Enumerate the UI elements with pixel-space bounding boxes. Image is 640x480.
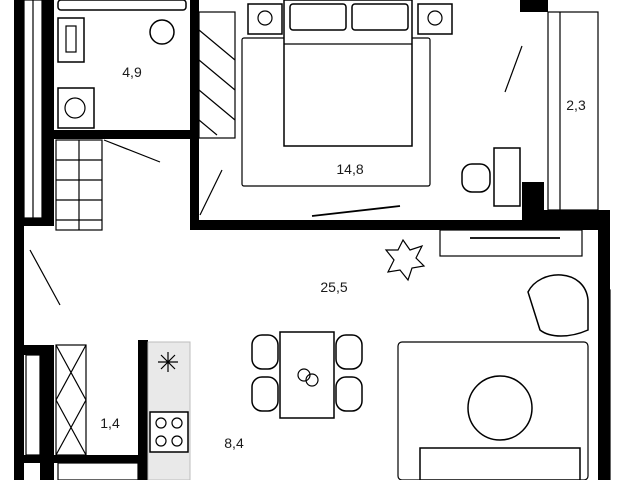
dining-area — [251, 331, 363, 419]
bathroom — [57, 0, 236, 139]
chair-4 — [335, 376, 363, 412]
wall-bathroom-bottom — [54, 130, 199, 139]
shelf-bottom — [57, 462, 139, 480]
area-label-bedroom: 14,8 — [336, 161, 363, 177]
living-room — [384, 229, 589, 480]
door-bedroom — [199, 169, 223, 216]
area-label-living-room: 25,5 — [320, 279, 347, 295]
storage — [25, 344, 139, 480]
wall-balcony-top — [520, 0, 548, 12]
area-label-kitchen: 8,4 — [224, 435, 244, 451]
area-label-bathroom: 4,9 — [122, 64, 142, 80]
chair-1 — [251, 334, 279, 370]
living-rug — [397, 341, 589, 480]
bedroom — [241, 0, 523, 217]
walls — [14, 0, 610, 480]
door-bathroom — [103, 139, 161, 163]
bathtub — [57, 0, 187, 11]
windows — [23, 0, 611, 480]
wall-storage-right — [40, 345, 54, 480]
pillow-right — [351, 3, 409, 31]
chair-3 — [335, 334, 363, 370]
wall-storage-top — [14, 345, 54, 355]
nightstand-right — [417, 3, 453, 35]
wall-balcony-bottom — [540, 210, 610, 230]
coffee-table — [467, 375, 533, 441]
outer-wall-right — [598, 228, 610, 480]
window-living — [599, 289, 611, 480]
wall-kitchen-left — [138, 340, 148, 480]
wall-storage-bottom — [24, 455, 148, 463]
kitchen — [147, 341, 191, 480]
sink — [57, 17, 85, 63]
extractor-fan-icon — [158, 352, 178, 372]
tv-bedroom — [311, 205, 401, 217]
pillow-left — [289, 3, 347, 31]
wall-bedroom-bottom — [190, 220, 540, 230]
wall-corridor-top — [24, 218, 54, 226]
door-balcony — [504, 45, 523, 93]
nightstand-left — [247, 3, 283, 35]
door-entrance — [29, 249, 61, 306]
wall-balcony-lower — [522, 182, 544, 230]
hob — [149, 411, 189, 453]
shower-screen — [198, 11, 236, 139]
decor-star-icon — [384, 238, 426, 282]
washing-machine — [57, 87, 95, 129]
desk — [493, 147, 521, 207]
area-labels: 4,9 14,8 2,3 25,5 1,4 8,4 — [100, 64, 586, 451]
sofa — [419, 447, 581, 480]
wall-bathroom-right — [190, 0, 199, 222]
toilet — [149, 19, 175, 45]
kitchen-counter — [147, 341, 191, 480]
dining-table — [279, 331, 335, 419]
corridor — [29, 139, 223, 306]
desk-chair — [461, 163, 491, 193]
armchair — [527, 274, 589, 337]
chair-2 — [251, 376, 279, 412]
storage-shelves — [55, 344, 87, 456]
outer-wall-left — [14, 0, 24, 480]
wall-bathroom-left — [42, 0, 54, 225]
area-label-storage: 1,4 — [100, 415, 120, 431]
window-balcony — [547, 11, 599, 211]
tv-stand — [439, 229, 583, 257]
area-label-balcony: 2,3 — [566, 97, 586, 113]
